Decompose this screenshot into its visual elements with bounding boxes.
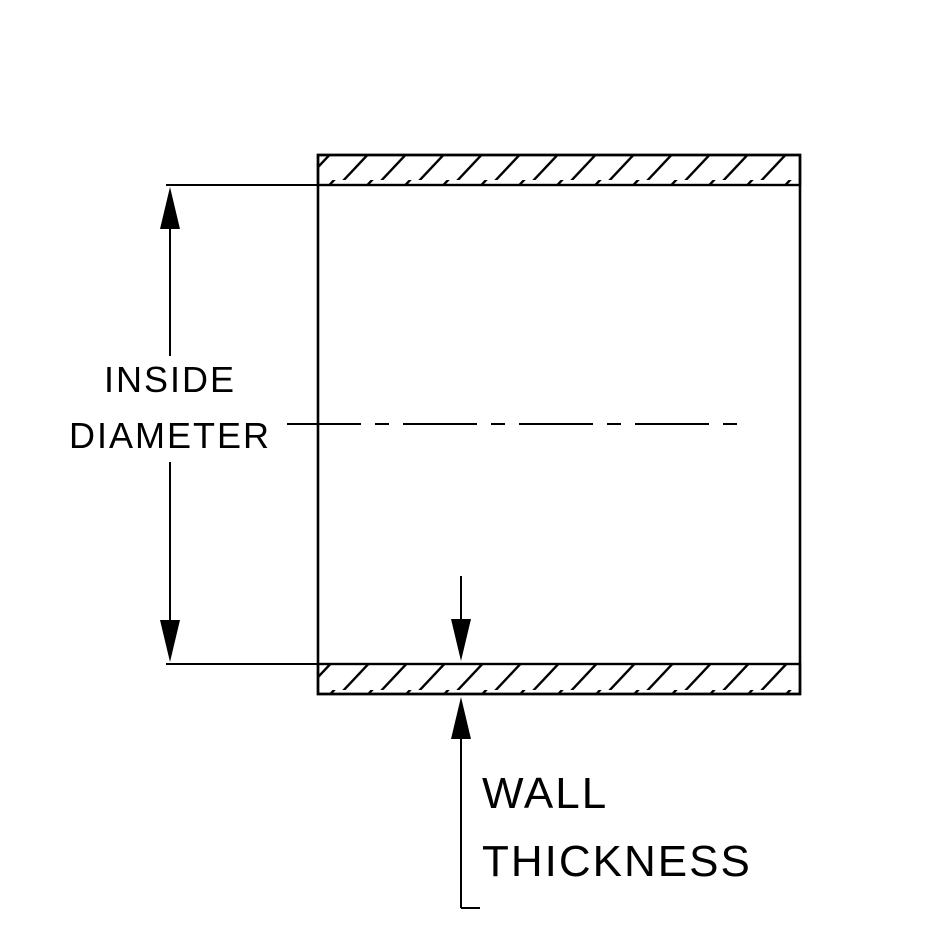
inside-diameter-label-line2: DIAMETER	[69, 415, 271, 456]
inside-diameter-label-line1: INSIDE	[104, 359, 236, 400]
wall-thickness-label-line1: WALL	[482, 769, 608, 818]
arrow-up-icon	[160, 187, 180, 229]
arrow-up-icon	[451, 697, 471, 739]
bottom-wall-hatch	[316, 662, 802, 696]
arrow-down-icon	[160, 620, 180, 662]
arrow-down-icon	[451, 619, 471, 661]
top-wall-hatch	[316, 153, 802, 187]
wall-thickness-label-line2: THICKNESS	[482, 837, 752, 886]
wall-thickness-dimension	[451, 576, 480, 909]
inside-diameter-dimension	[160, 184, 318, 665]
